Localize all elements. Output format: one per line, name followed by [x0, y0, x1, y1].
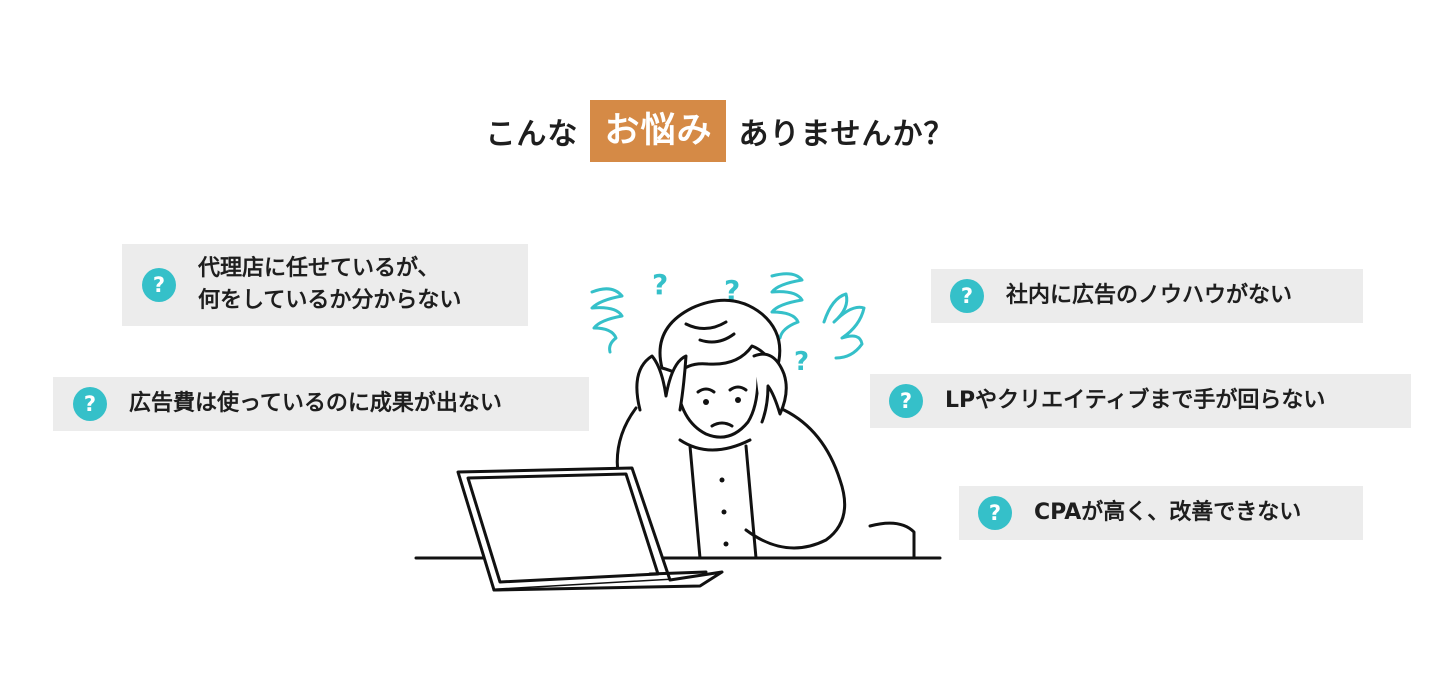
- collar: [678, 438, 752, 452]
- heading-suffix: ありませんか？: [738, 117, 955, 152]
- question-circle-icon: ?: [950, 279, 984, 313]
- question-circle-icon: ?: [73, 387, 107, 421]
- question-mark: ?: [652, 268, 668, 301]
- left-hand: [635, 354, 688, 412]
- question-circle-icon: ?: [142, 268, 176, 302]
- worried-man-at-laptop-illustration: ? ? ?: [414, 268, 942, 592]
- heading-highlight: お悩み: [590, 100, 727, 162]
- face: [674, 372, 760, 439]
- concern-no-know-how: ? 社内に広告のノウハウがない: [931, 269, 1363, 323]
- concern-agency-unclear: ? 代理店に任せているが、 何をしているか分からない: [122, 244, 528, 326]
- chair-back: [868, 521, 916, 560]
- swirl-doodle-center: [770, 272, 804, 340]
- concern-cpa-high: ? CPAが高く、改善できない: [959, 486, 1363, 540]
- concern-ad-spend-no-results: ? 広告費は使っているのに成果が出ない: [53, 377, 589, 431]
- question-circle-icon: ?: [978, 496, 1012, 530]
- question-mark: ?: [724, 274, 740, 307]
- swirl-doodle-right: [822, 292, 866, 360]
- concern-text: CPAが高く、改善できない: [1034, 500, 1302, 525]
- shirt: [688, 444, 758, 560]
- right-arm: [744, 408, 847, 550]
- heading-prefix: こんな: [485, 117, 579, 152]
- concern-line: 代理店に任せているが、: [198, 256, 440, 281]
- page-heading: こんな お悩み ありませんか？: [0, 99, 1440, 163]
- concern-lp-creative: ? LPやクリエイティブまで手が回らない: [870, 374, 1411, 428]
- laptop-icon: [456, 466, 724, 592]
- concern-line: 何をしているか分からない: [198, 288, 462, 313]
- concern-text: 広告費は使っているのに成果が出ない: [129, 391, 502, 416]
- swirl-doodle-left: [590, 287, 624, 354]
- question-circle-icon: ?: [889, 384, 923, 418]
- mouth: [710, 421, 734, 428]
- right-hand: [752, 352, 788, 424]
- concern-text: 社内に広告のノウハウがない: [1006, 283, 1293, 308]
- eyebrows: [696, 385, 748, 394]
- concern-text: LPやクリエイティブまで手が回らない: [945, 388, 1326, 413]
- question-mark: ?: [794, 347, 809, 377]
